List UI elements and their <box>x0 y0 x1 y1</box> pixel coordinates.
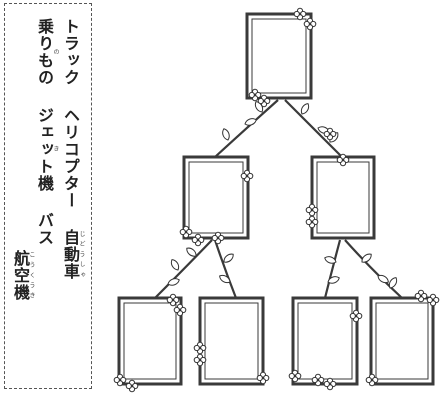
word-jet-plane: ジェット機き <box>35 106 59 192</box>
word-column-2: 乗りものの ジェット機き バス <box>33 18 59 246</box>
word-column-1: トラック ヘリコプター 自動車じどうしゃ <box>59 18 85 280</box>
word-bus: バス <box>35 212 54 247</box>
word-vehicle: 乗りものの <box>35 18 59 86</box>
word-aircraft: 航空機こうくうき <box>11 250 35 301</box>
frame-mid-left <box>182 155 250 240</box>
frame-bottom-1 <box>117 296 183 386</box>
vine-left-a <box>154 239 213 299</box>
tree-frames <box>117 12 435 386</box>
word-car: 自動車じどうしゃ <box>61 229 85 281</box>
vine-right-b <box>344 239 403 299</box>
frame-mid-right <box>310 155 376 240</box>
vine-right-a <box>323 239 342 299</box>
vine-left-b <box>213 239 238 299</box>
vine-root-left <box>214 99 279 158</box>
vine-root-right <box>284 99 343 158</box>
tree-connectors <box>154 99 403 299</box>
frame-bottom-3 <box>291 296 359 386</box>
frame-bottom-2 <box>198 296 265 386</box>
frame-root <box>245 12 313 100</box>
frame-bottom-4 <box>369 296 435 386</box>
word-helicopter: ヘリコプター <box>61 106 80 209</box>
word-column-3: 航空機こうくうき <box>9 250 35 301</box>
word-list-box: トラック ヘリコプター 自動車じどうしゃ 乗りものの ジェット機き バス 航空機… <box>4 3 92 389</box>
word-truck: トラック <box>61 18 80 86</box>
